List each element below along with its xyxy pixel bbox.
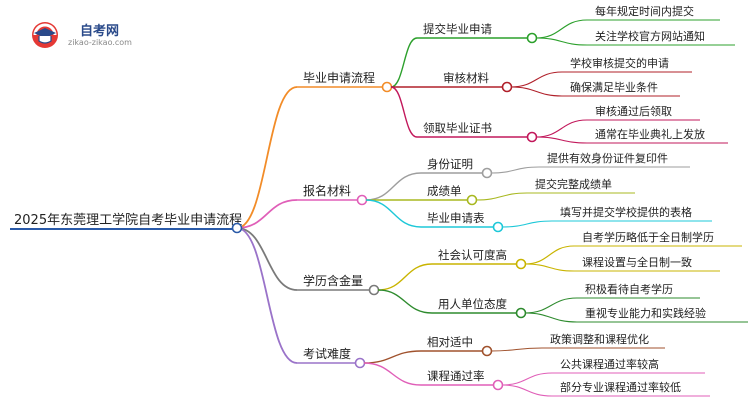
logo-title: 自考网 (80, 24, 120, 39)
child-connector (363, 362, 422, 386)
child-label: 提交毕业申请 (423, 22, 492, 36)
leaf-label: 政策调整和课程优化 (550, 332, 649, 346)
branch-connector (236, 227, 298, 364)
leaf-label: 公共课程通过率较高 (560, 357, 659, 371)
leaf-label: 重视专业能力和实践经验 (585, 306, 706, 320)
child-label: 身份证明 (427, 157, 473, 171)
branch-toggle[interactable] (368, 284, 380, 296)
leaf-connector (501, 220, 553, 228)
leaf-label: 关注学校官方网站通知 (595, 29, 705, 43)
leaf-label: 审核通过后领取 (595, 104, 672, 118)
branch-connector (236, 227, 298, 291)
child-connector (363, 350, 422, 364)
child-label: 社会认可度高 (438, 248, 507, 262)
leaf-label: 通常在毕业典礼上发放 (595, 127, 705, 141)
leaf-connector (535, 37, 588, 46)
branch-toggle[interactable] (356, 194, 368, 206)
child-label: 成绩单 (427, 184, 462, 198)
child-label: 用人单位态度 (438, 297, 507, 311)
child-label: 课程通过率 (427, 369, 485, 383)
leaf-label: 自考学历略低于全日制学历 (582, 230, 714, 244)
leaf-label: 部分专业课程通过率较低 (560, 380, 681, 394)
leaf-label: 课程设置与全日制一致 (582, 255, 692, 269)
leaf-connector (535, 119, 588, 138)
branch-label: 考试难度 (303, 346, 351, 361)
leaf-connector (524, 312, 578, 323)
root-node-label: 2025年东莞理工学院自考毕业申请流程 (14, 212, 242, 228)
child-toggle[interactable] (466, 194, 478, 206)
child-label: 毕业申请表 (427, 211, 485, 225)
child-toggle[interactable] (526, 131, 538, 143)
branch-label: 学历含金量 (303, 273, 363, 288)
child-label: 审核材料 (443, 71, 489, 85)
branch-toggle[interactable] (354, 357, 366, 369)
leaf-label: 积极看待自考学历 (585, 282, 673, 296)
child-connector (365, 199, 422, 228)
child-connector (365, 172, 422, 201)
child-toggle[interactable] (481, 167, 493, 179)
leaf-connector (510, 71, 563, 88)
child-toggle[interactable] (492, 221, 504, 233)
child-toggle[interactable] (481, 345, 493, 357)
branch-label: 报名材料 (303, 183, 351, 198)
leaf-connector (510, 86, 563, 97)
child-connector (390, 86, 418, 138)
leaf-connector (501, 372, 553, 386)
site-logo[interactable]: 自考网 zikao-zikao.com (30, 18, 140, 52)
child-connector (377, 289, 433, 314)
leaf-connector (490, 347, 543, 352)
leaf-connector (535, 19, 588, 39)
leaf-label: 提交完整成绩单 (535, 177, 612, 191)
leaf-connector (501, 384, 553, 397)
branch-connector (236, 86, 298, 229)
root-toggle[interactable] (231, 222, 243, 234)
branch-label: 毕业申请流程 (303, 70, 375, 85)
child-toggle[interactable] (492, 379, 504, 391)
child-label: 相对适中 (427, 335, 473, 349)
child-connector (377, 263, 433, 291)
child-connector (390, 37, 418, 88)
branch-toggle[interactable] (381, 81, 393, 93)
child-toggle[interactable] (515, 307, 527, 319)
child-label: 领取毕业证书 (423, 121, 492, 135)
leaf-label: 每年规定时间内提交 (595, 4, 694, 18)
leaf-label: 确保满足毕业条件 (570, 80, 658, 94)
leaf-label: 学校审核提交的申请 (570, 56, 669, 70)
branch-connector (236, 199, 298, 229)
leaf-label: 提供有效身份证件复印件 (547, 151, 668, 165)
leaf-connector (524, 263, 575, 272)
leaf-connector (475, 192, 528, 201)
leaf-connector (535, 136, 588, 144)
leaf-label: 填写并提交学校提供的表格 (560, 205, 692, 219)
leaf-connector (524, 245, 575, 265)
child-toggle[interactable] (526, 32, 538, 44)
graduation-cap-icon (32, 22, 58, 48)
child-toggle[interactable] (501, 81, 513, 93)
child-toggle[interactable] (515, 258, 527, 270)
leaf-connector (490, 166, 540, 174)
leaf-connector (524, 297, 578, 314)
logo-url: zikao-zikao.com (68, 38, 132, 47)
